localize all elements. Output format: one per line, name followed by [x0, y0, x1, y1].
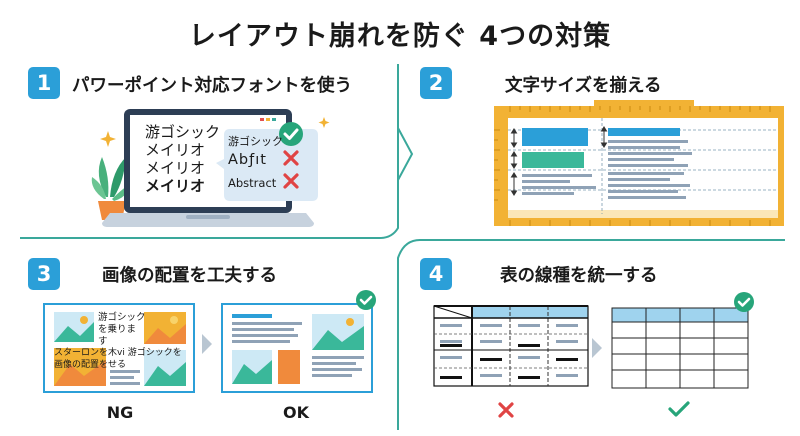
ng-overlay-line: 游ゴシック	[98, 312, 146, 323]
checkmark-icon	[668, 401, 690, 417]
ng-overlay-text-2: スターロンを木vi 游ゴシックを 画像の配置をせる	[54, 347, 182, 371]
section-4-badge: 4	[420, 258, 452, 290]
laptop-illustration	[91, 109, 330, 227]
screen-font-list: 游ゴシック メイリオ メイリオ メイリオ	[145, 123, 220, 195]
image-layout-illustration	[43, 290, 376, 393]
ok-table	[611, 307, 749, 389]
check-circle-icon	[734, 292, 754, 312]
ok-label: OK	[283, 403, 309, 422]
section-3-badge: 3	[28, 258, 60, 290]
ng-overlay-line: スターロンを木vi 游ゴシックを	[54, 348, 182, 358]
callout-font-ng-1: Abƒıt	[228, 152, 267, 168]
section-3-heading: 画像の配置を工夫する	[102, 266, 277, 286]
sparkle-icon	[100, 131, 116, 147]
check-circle-icon	[279, 122, 303, 146]
screen-font-meiryo: メイリオ	[145, 141, 206, 159]
page-title: レイアウト崩れを防ぐ 4つの対策	[188, 21, 612, 52]
arrow-right-icon	[592, 338, 602, 358]
callout-font-ok: 游ゴシック	[228, 135, 283, 148]
table-lines-illustration	[433, 292, 754, 418]
ng-label: NG	[106, 403, 134, 422]
check-circle-icon	[356, 290, 376, 310]
sparkle-icon	[318, 117, 330, 128]
ng-image-bottom-right	[144, 350, 186, 386]
ng-image-top-right	[144, 312, 186, 344]
ng-overlay-text: 游ゴシック を乗りま す	[98, 312, 146, 348]
section-1-badge: 1	[28, 67, 60, 99]
ng-image-top-left	[54, 312, 94, 342]
ok-image-bottom-left	[232, 350, 272, 384]
ng-overlay-line: を乗りま	[98, 324, 137, 335]
section-1-heading: パワーポイント対応フォントを使う	[72, 76, 352, 96]
ng-image-bottom-left	[54, 348, 106, 386]
screen-font-meiryo: メイリオ	[145, 159, 206, 177]
callout-font-ng-2: Abstract	[228, 176, 277, 190]
x-mark-icon	[498, 402, 514, 418]
ng-overlay-line: す	[98, 336, 108, 347]
section-2-badge: 2	[420, 67, 452, 99]
section-4-heading: 表の線種を統一する	[500, 266, 658, 286]
ng-table	[433, 305, 589, 387]
screen-font-meiryo-bold: メイリオ	[145, 177, 206, 195]
x-mark-icon	[283, 173, 299, 189]
ruler-illustration	[494, 100, 784, 226]
section-2-heading: 文字サイズを揃える	[505, 76, 662, 96]
arrow-right-icon	[202, 334, 212, 354]
screen-font-yu-gothic: 游ゴシック	[145, 123, 221, 141]
ok-image-top-right	[312, 314, 364, 350]
x-mark-icon	[283, 150, 299, 166]
ng-overlay-line: 画像の配置をせる	[54, 360, 127, 370]
